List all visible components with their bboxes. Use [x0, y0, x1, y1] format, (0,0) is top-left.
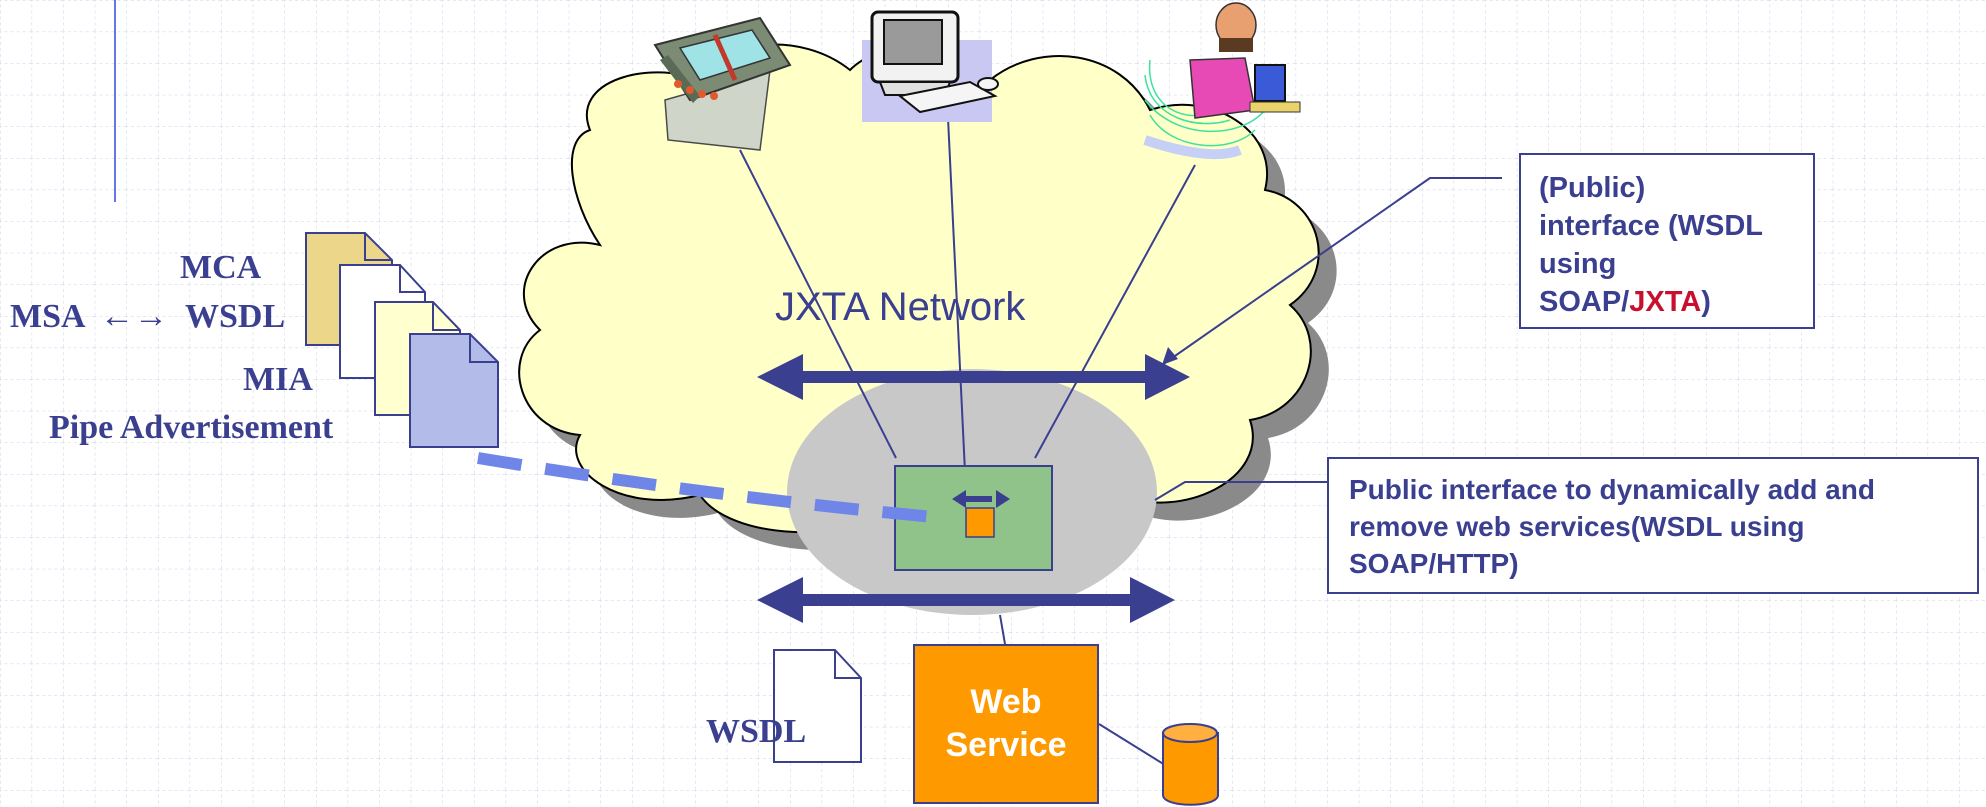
- callout-top-line3: using: [1539, 248, 1617, 280]
- callout-top-line4-suffix: ): [1701, 286, 1711, 318]
- wsdl-label: WSDL: [185, 298, 285, 335]
- pda-icon: [653, 16, 792, 151]
- http-double-arrow: [757, 577, 1175, 623]
- bottom-wsdl-label: WSDL: [706, 713, 806, 750]
- web-service-line1: Web: [970, 683, 1042, 721]
- person-at-computer-icon: [1143, 2, 1301, 160]
- service-component-square: [965, 507, 995, 538]
- web-service-line2: Service: [945, 726, 1067, 764]
- link-pda: [739, 149, 897, 459]
- network-label: JXTA Network: [775, 285, 1026, 329]
- small-double-arrow-icon: [952, 490, 1010, 508]
- jxta-highlight: JXTA: [1629, 286, 1702, 318]
- link-web-service: [999, 614, 1006, 645]
- callout-top-line4-prefix: SOAP/: [1539, 286, 1630, 318]
- database-cylinder-icon: [1162, 723, 1219, 806]
- msa-wsdl-arrows: ←→: [100, 297, 168, 335]
- callout-bottom-line1: Public interface to dynamically add and: [1349, 474, 1875, 505]
- callout-bottom-line2: remove web services(WSDL using: [1349, 511, 1805, 542]
- web-service-box: Web Service: [913, 644, 1099, 804]
- callout-public-interface-jxta: (Public) interface (WSDL using SOAP/JXTA…: [1519, 153, 1815, 329]
- callout-bottom-line3: SOAP/HTTP): [1349, 548, 1519, 579]
- callout-top-line2: interface (WSDL: [1539, 210, 1763, 242]
- callout-bottom-leader: [1154, 481, 1327, 501]
- callout-top-arrowhead: [1162, 347, 1178, 365]
- mia-label: MIA: [243, 361, 313, 398]
- link-database: [1098, 723, 1166, 766]
- callout-top-line4: SOAP/JXTA): [1539, 283, 1795, 321]
- msa-label: MSA: [10, 298, 86, 335]
- callout-top-leader: [1161, 177, 1502, 366]
- pipe-dashed-link: [477, 452, 946, 524]
- pipe-advertisement-label: Pipe Advertisement: [49, 409, 334, 446]
- link-desktop: [947, 117, 966, 473]
- callout-top-line1: (Public): [1539, 172, 1646, 204]
- desktop-computer-icon: [862, 10, 999, 122]
- document-icon: [409, 333, 499, 448]
- callout-public-interface-http: Public interface to dynamically add and …: [1327, 457, 1979, 594]
- mca-label: MCA: [180, 249, 262, 286]
- link-person: [1034, 164, 1196, 459]
- jxta-double-arrow: [757, 354, 1190, 400]
- document-stack: [305, 232, 499, 448]
